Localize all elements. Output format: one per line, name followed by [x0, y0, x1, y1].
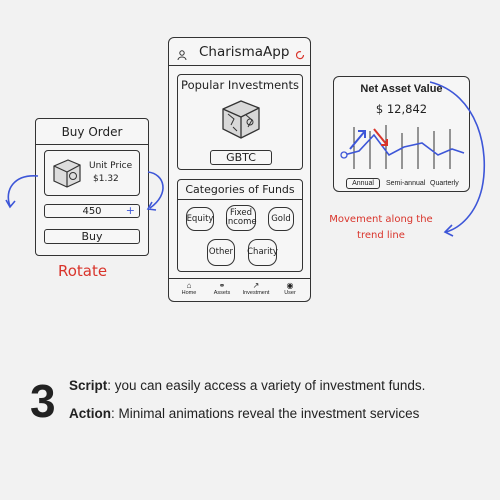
ticker-badge[interactable]: GBTC	[210, 150, 272, 165]
home-icon: ⌂	[186, 281, 192, 290]
script-label: Script	[69, 378, 108, 393]
bottom-nav: ⌂ Home ⚭ Assets ↗ Investment ◉ User	[169, 281, 312, 301]
category-gold[interactable]: Gold	[268, 207, 294, 231]
user-icon: ◉	[286, 281, 294, 290]
refresh-icon[interactable]	[295, 47, 305, 65]
script-text: : you can easily access a variety of inv…	[107, 378, 426, 393]
step-number: 3	[30, 375, 56, 427]
phone-frame: CharismaApp Popular Investments GBTC Cat…	[168, 37, 311, 302]
rotate-label: Rotate	[58, 262, 108, 280]
annotation-line-1: Movement along the	[329, 214, 433, 225]
popular-investments-panel[interactable]: Popular Investments GBTC	[177, 74, 303, 170]
plus-icon[interactable]: +	[125, 204, 135, 217]
trend-icon: ↗	[252, 281, 260, 290]
nav-title: Net Asset Value	[360, 83, 443, 95]
buy-order-card: Buy Order Unit Price $1.32 450 + Buy	[35, 118, 149, 256]
tab-quarterly[interactable]: Quarterly	[430, 180, 459, 187]
unit-price-label: Unit Price	[89, 161, 133, 171]
nav-assets[interactable]: ⚭ Assets	[202, 281, 242, 296]
categories-panel: Categories of Funds Equity Fixed Income …	[177, 179, 303, 272]
annotation-arrow-icon	[429, 81, 486, 237]
popular-heading: Popular Investments	[181, 78, 299, 92]
category-equity[interactable]: Equity	[186, 207, 214, 231]
unit-price-value: $1.32	[93, 174, 119, 184]
tab-annual[interactable]: Annual	[346, 178, 380, 189]
caption-script: Script: you can easily access a variety …	[69, 378, 425, 393]
nav-home-label: Home	[181, 290, 197, 296]
gbtc-cube-icon	[219, 97, 263, 146]
nav-trend-chart	[340, 125, 465, 169]
buy-button[interactable]: Buy	[44, 229, 140, 244]
category-fixed-income[interactable]: Fixed Income	[225, 205, 257, 231]
buy-order-title: Buy Order	[61, 125, 123, 139]
quantity-field[interactable]: 450 +	[44, 204, 140, 218]
app-title: CharismaApp	[199, 44, 290, 60]
nav-investment-label: Investment	[242, 290, 270, 296]
categories-divider	[178, 199, 302, 200]
nav-assets-label: Assets	[213, 290, 231, 296]
quantity-value: 450	[82, 205, 102, 217]
annotation-text: Movement along the trend line	[316, 212, 446, 244]
annotation-line-2: trend line	[357, 230, 405, 241]
buy-order-divider	[36, 144, 148, 145]
action-text: : Minimal animations reveal the investme…	[111, 406, 420, 421]
net-asset-value-card: Net Asset Value $ 12,842 Annual Semi-ann…	[333, 76, 470, 192]
bottom-nav-divider	[169, 278, 310, 279]
action-label: Action	[69, 406, 111, 421]
unit-price-box: Unit Price $1.32	[44, 150, 140, 196]
rotate-arrows-icon	[5, 171, 164, 211]
nav-investment[interactable]: ↗ Investment	[236, 281, 276, 296]
caption-action: Action: Minimal animations reveal the in…	[69, 406, 419, 421]
categories-heading: Categories of Funds	[185, 183, 295, 196]
header-divider	[169, 65, 310, 66]
nav-home[interactable]: ⌂ Home	[169, 281, 209, 296]
gbtc-cube-icon	[50, 156, 84, 195]
tab-semi-annual[interactable]: Semi-annual	[386, 180, 426, 187]
category-charity[interactable]: Charity	[247, 239, 278, 266]
nav-user-label: User	[284, 290, 296, 296]
category-other[interactable]: Other	[207, 239, 235, 266]
nav-user[interactable]: ◉ User	[270, 281, 310, 296]
user-icon[interactable]	[177, 47, 187, 65]
nav-value: $ 12,842	[375, 102, 428, 116]
assets-icon: ⚭	[218, 281, 226, 290]
